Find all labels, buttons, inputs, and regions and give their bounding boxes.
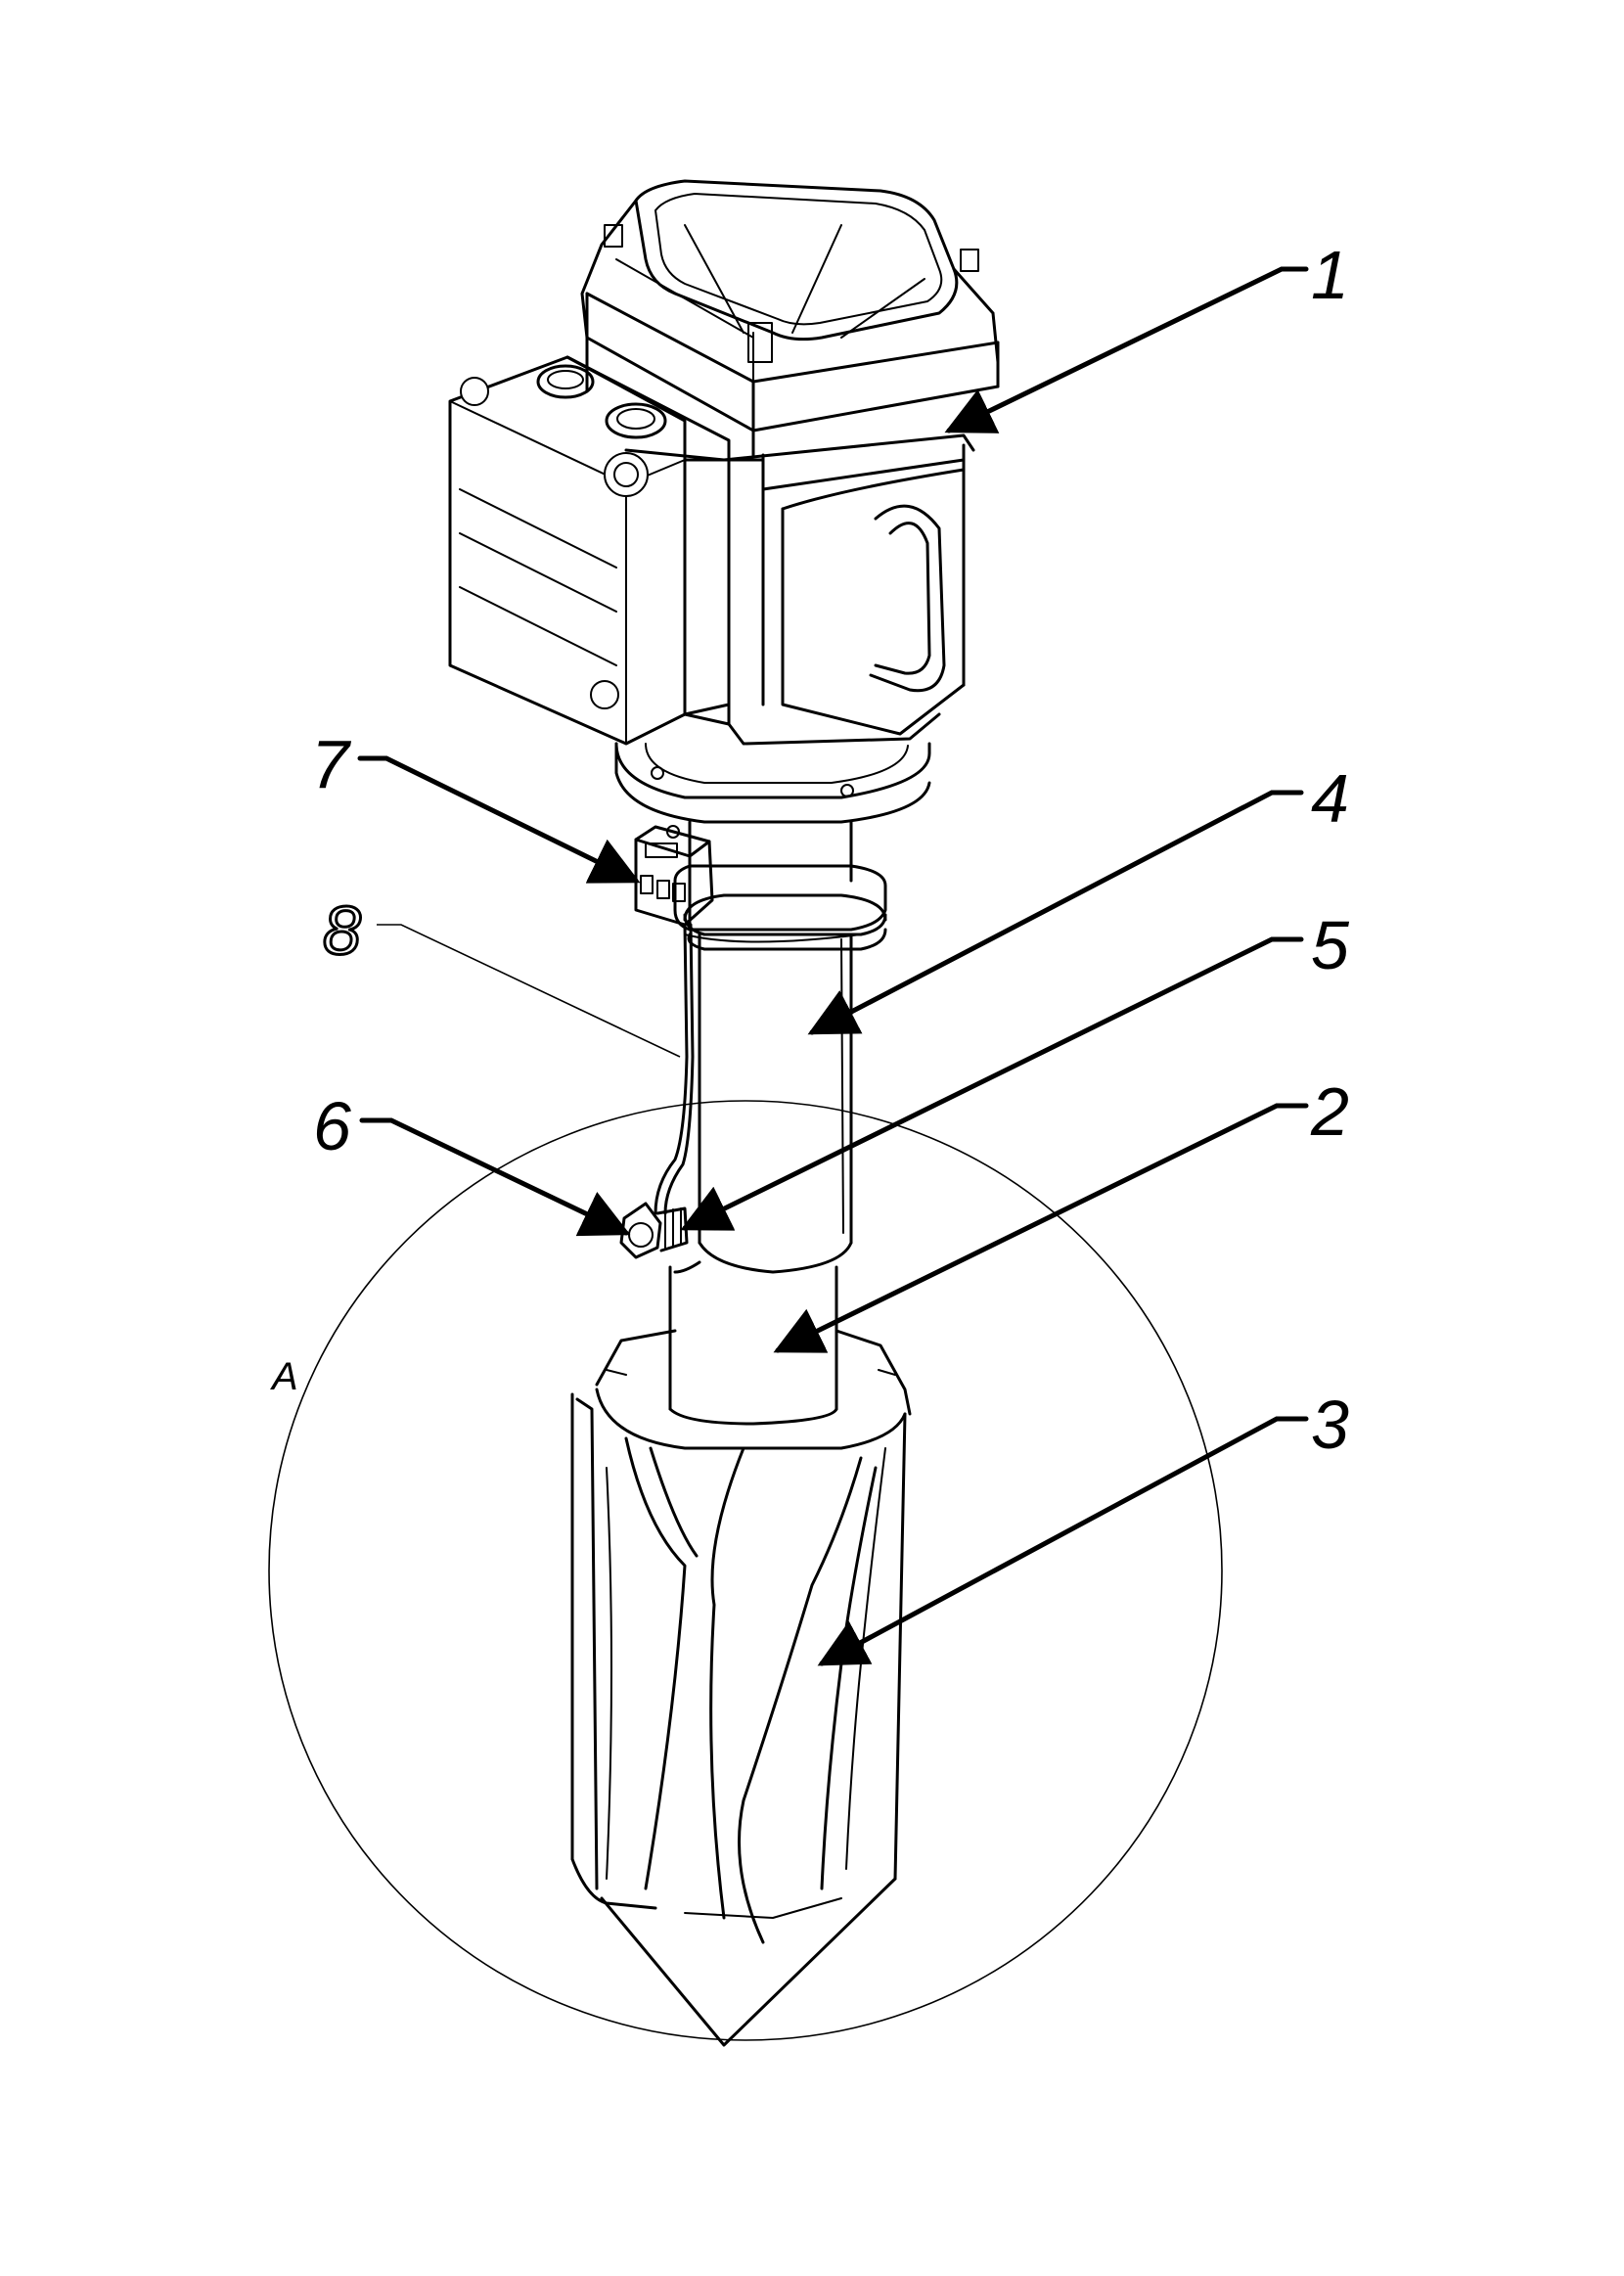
detail-circle-a bbox=[268, 1100, 1223, 2041]
label-8: 8 bbox=[323, 892, 361, 969]
label-7: 7 bbox=[311, 726, 352, 802]
cutter bbox=[570, 1329, 912, 2047]
sensor-assembly bbox=[619, 1202, 689, 1259]
detail-label-a: A bbox=[270, 1355, 298, 1398]
shaft bbox=[668, 1260, 838, 1426]
label-5: 5 bbox=[1311, 907, 1350, 983]
junction-box bbox=[634, 825, 714, 927]
label-4: 4 bbox=[1311, 760, 1349, 837]
label-6: 6 bbox=[313, 1088, 351, 1164]
cable bbox=[654, 923, 695, 1215]
leader-lines bbox=[357, 266, 1309, 1666]
housing bbox=[673, 820, 887, 1274]
motor bbox=[448, 179, 1000, 824]
label-2: 2 bbox=[1310, 1073, 1349, 1150]
label-3: 3 bbox=[1311, 1387, 1349, 1463]
label-1: 1 bbox=[1311, 237, 1349, 313]
